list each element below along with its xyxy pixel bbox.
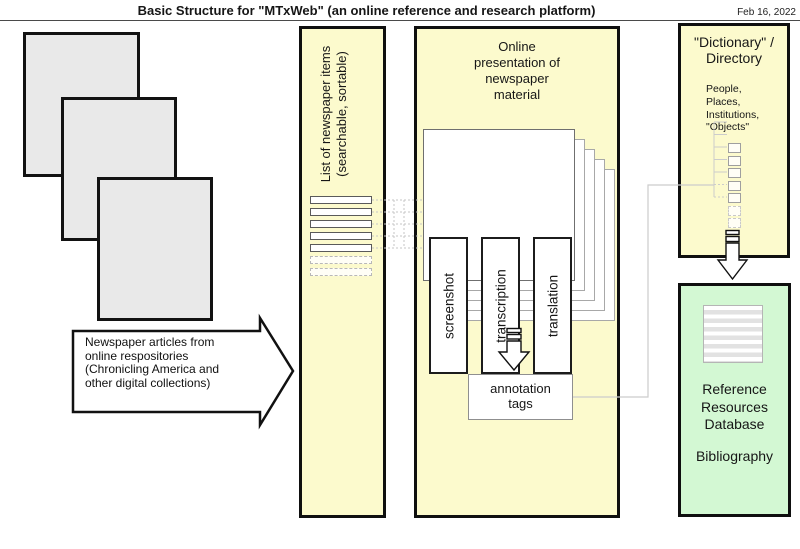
list-panel-label: List of newspaper items (searchable, sor… — [317, 45, 349, 183]
dictionary-entry-placeholder — [728, 205, 741, 216]
online-presentation-panel: Online presentation of newspaper materia… — [414, 26, 620, 518]
list-of-items-panel: List of newspaper items (searchable, sor… — [299, 26, 386, 518]
dictionary-entry — [728, 180, 741, 191]
transcription-label: transcription — [493, 268, 508, 343]
reference-title: Reference Resources Database — [701, 381, 768, 432]
list-item — [310, 232, 372, 240]
screenshot-box: screenshot — [429, 237, 468, 374]
list-item — [310, 196, 372, 204]
document-icon — [703, 305, 763, 363]
dictionary-subtitle: People, Places, Institutions, "Objects" — [706, 83, 760, 134]
dictionary-entry-placeholder — [728, 218, 741, 228]
main-panel-title: Online presentation of newspaper materia… — [473, 39, 560, 102]
header-divider — [0, 20, 800, 21]
list-item — [310, 220, 372, 228]
reference-resources-panel: Reference Resources Database Bibliograph… — [678, 283, 791, 517]
list-item-placeholder — [310, 256, 372, 264]
dictionary-directory-panel: "Dictionary" / Directory People, Places,… — [678, 23, 790, 258]
viewer-page-front: screenshot transcription translation — [423, 129, 575, 374]
reference-panel-text: Reference Resources Database Bibliograph… — [681, 381, 788, 464]
dictionary-title: "Dictionary" / Directory — [694, 34, 774, 67]
dictionary-entry — [728, 155, 741, 166]
dictionary-entry — [728, 143, 741, 153]
bibliography-label: Bibliography — [695, 447, 774, 464]
translation-label: translation — [545, 274, 560, 337]
list-item-placeholder — [310, 268, 372, 276]
newspaper-page — [97, 177, 213, 321]
dictionary-entry — [728, 193, 741, 203]
translation-box: translation — [533, 237, 572, 374]
date-label: Feb 16, 2022 — [737, 7, 796, 18]
input-arrow-text: Newspaper articles from online resposito… — [85, 335, 220, 390]
list-item — [310, 208, 372, 216]
transcription-box: transcription — [481, 237, 520, 374]
annotation-tags-box: annotation tags — [468, 374, 573, 420]
screenshot-label: screenshot — [441, 272, 456, 339]
dictionary-entry — [728, 168, 741, 178]
annotation-tags-label: annotation tags — [490, 381, 551, 411]
page-title: Basic Structure for "MTxWeb" (an online … — [137, 3, 596, 18]
list-item — [310, 244, 372, 252]
